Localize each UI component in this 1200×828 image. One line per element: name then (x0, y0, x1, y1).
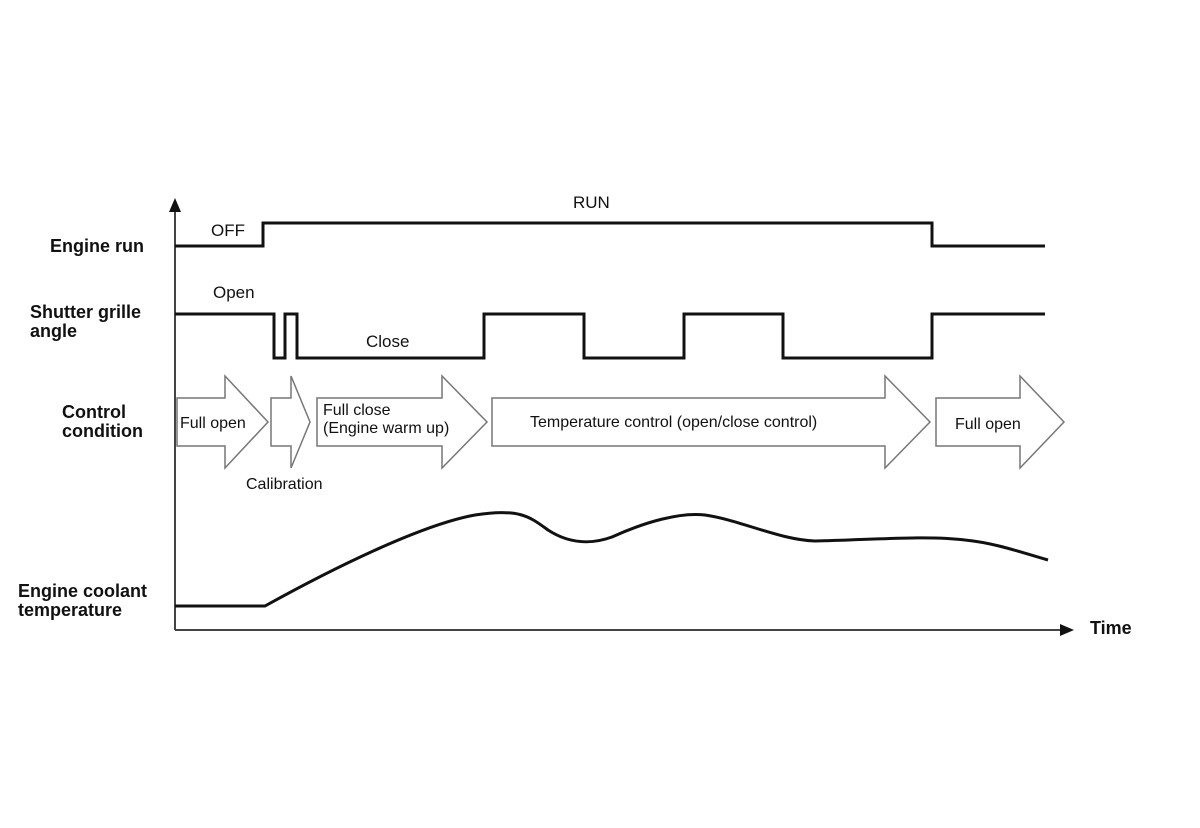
y-axis-arrowhead (169, 198, 181, 212)
engine-off-label: OFF (211, 221, 245, 240)
shutter-angle-signal: Open Close (175, 283, 1045, 360)
condition-arrow-full-open-end (935, 374, 1066, 470)
axes: Time (169, 198, 1132, 638)
condition-full-open-text: Full open (180, 415, 246, 432)
row-label-control-condition-line2: condition (62, 421, 143, 441)
row-label-shutter-angle-line2: angle (30, 321, 77, 341)
row-label-engine-run: Engine run (50, 236, 144, 256)
shutter-close-label: Close (366, 332, 409, 351)
engine-run-waveform (175, 221, 1045, 248)
x-axis-arrowhead (1060, 624, 1074, 636)
condition-arrow-full-close (316, 374, 489, 470)
condition-calibration-text: Calibration (246, 476, 322, 493)
shutter-angle-waveform (175, 312, 1045, 360)
x-axis-label: Time (1090, 618, 1132, 638)
row-label-shutter-angle-line1: Shutter grille (30, 302, 141, 322)
condition-arrow-calibration (270, 375, 311, 469)
row-labels: Engine run Shutter grille angle Control … (18, 236, 147, 620)
condition-full-open-end-text: Full open (955, 416, 1021, 433)
engine-run-signal: OFF RUN (175, 193, 1045, 248)
row-label-control-condition-line1: Control (62, 402, 126, 422)
row-label-coolant-temp-line1: Engine coolant (18, 581, 147, 601)
condition-full-close-text-line1: Full close (323, 402, 391, 419)
shutter-open-label: Open (213, 283, 255, 302)
condition-arrow-full-open (176, 374, 270, 470)
condition-arrow-temperature-control (491, 374, 932, 470)
row-label-coolant-temp-line2: temperature (18, 600, 122, 620)
coolant-temperature-signal (175, 511, 1049, 608)
condition-temperature-control-text: Temperature control (open/close control) (530, 414, 817, 431)
condition-full-close-text-line2: (Engine warm up) (323, 420, 449, 437)
control-condition-arrows: Full open Calibration Full close (Engine… (176, 374, 1066, 493)
coolant-temperature-curve (175, 511, 1049, 608)
engine-run-label: RUN (573, 193, 610, 212)
